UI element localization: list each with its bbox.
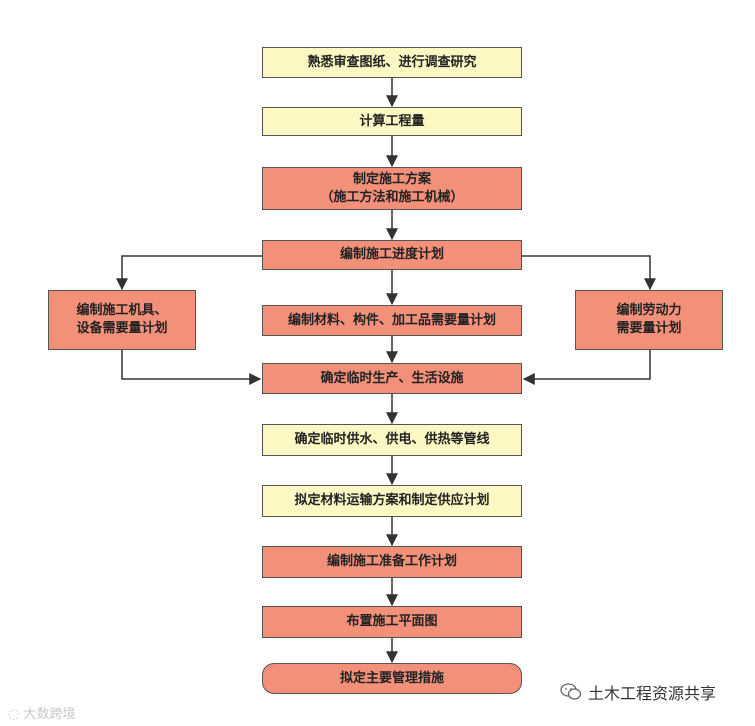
node-label-line1: 制定施工方案 (352, 171, 431, 187)
node-label: 编制施工准备工作计划 (326, 554, 457, 569)
step-site-layout: 布置施工平面图 (262, 606, 522, 638)
watermark-left: ◌ 大数跨境 (8, 703, 76, 722)
step-schedule-plan: 编制施工进度计划 (262, 240, 522, 270)
node-label-line2: 需要量计划 (616, 321, 682, 336)
step-construction-plan: 制定施工方案 （施工方法和施工机械） (262, 167, 522, 210)
step-equipment-plan: 编制施工机具、 设备需要量计划 (48, 290, 196, 350)
step-calculate-quantities: 计算工程量 (262, 107, 522, 136)
step-preparation-plan: 编制施工准备工作计划 (262, 546, 522, 578)
wechat-icon (560, 682, 582, 702)
step-review-drawings: 熟悉审查图纸、进行调查研究 (262, 47, 522, 78)
edge-n5-n8 (121, 350, 262, 385)
node-label: 计算工程量 (359, 113, 425, 129)
edge-n4-n7 (522, 255, 656, 291)
node-label: 编制材料、构件、加工品需要量计划 (287, 312, 496, 328)
step-materials-plan: 编制材料、构件、加工品需要量计划 (262, 305, 522, 336)
node-label-line2: （施工方法和施工机械） (320, 189, 464, 205)
watermark-left-text: 大数跨境 (23, 707, 76, 722)
step-management-measures: 拟定主要管理措施 (262, 663, 522, 694)
node-label: 布置施工平面图 (346, 614, 438, 629)
node-label: 拟定材料运输方案和制定供应计划 (294, 493, 490, 508)
node-label: 编制施工进度计划 (339, 247, 444, 262)
edge-n7-n8 (522, 350, 651, 385)
node-label: 拟定主要管理措施 (339, 670, 444, 686)
watermark-right: 土木工程资源共享 (560, 680, 716, 704)
watermark-right-text: 土木工程资源共享 (588, 684, 717, 703)
node-label-line2: 设备需要量计划 (76, 321, 168, 336)
step-temporary-facilities: 确定临时生产、生活设施 (262, 363, 522, 394)
node-label: 确定临时生产、生活设施 (320, 370, 464, 386)
node-label-line1: 编制施工机具、 (76, 303, 168, 318)
step-transport-supply-plan: 拟定材料运输方案和制定供应计划 (262, 485, 522, 517)
node-label: 熟悉审查图纸、进行调查研究 (307, 54, 477, 70)
node-label-line1: 编制劳动力 (616, 303, 682, 318)
edge-n4-n5 (116, 255, 262, 291)
logo-icon: ◌ (8, 707, 20, 722)
step-labor-plan: 编制劳动力 需要量计划 (575, 290, 723, 350)
node-label: 确定临时供水、供电、供热等管线 (294, 432, 490, 447)
step-temporary-utilities: 确定临时供水、供电、供热等管线 (262, 424, 522, 456)
